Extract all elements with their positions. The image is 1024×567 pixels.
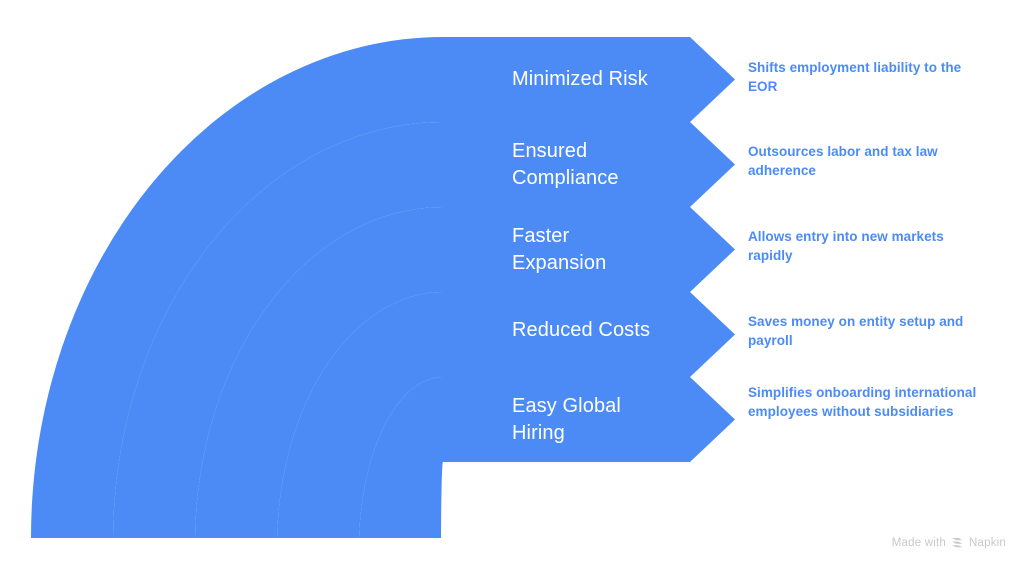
band-group (31, 37, 735, 538)
band-3-shape[interactable] (195, 207, 735, 538)
napkin-watermark: Made with Napkin (892, 537, 1006, 549)
step-1-description: Shifts employment liability to the EOR (748, 60, 962, 94)
step-2-label: Ensured Compliance (512, 140, 619, 189)
step-2-description: Outsources labor and tax law adherence (748, 144, 938, 178)
band-5-shape[interactable] (359, 376, 735, 538)
step-3-label: Faster Expansion (512, 225, 607, 274)
napkin-chevron-logo-icon (951, 537, 964, 549)
band-2-shape[interactable] (113, 121, 735, 538)
step-4-description: Saves money on entity setup and payroll (748, 314, 964, 348)
watermark-brand: Napkin (969, 537, 1006, 549)
step-1-label: Minimized Risk (512, 68, 648, 90)
step-4-label: Reduced Costs (512, 319, 651, 341)
step-5-description: Simplifies onboarding international empl… (748, 385, 977, 419)
step-3-description: Allows entry into new markets rapidly (748, 229, 944, 263)
step-5-label: Easy Global Hiring (512, 395, 621, 444)
band-1-shape[interactable] (31, 37, 735, 538)
band-4-shape[interactable] (277, 291, 735, 538)
watermark-prefix: Made with (891, 537, 946, 549)
